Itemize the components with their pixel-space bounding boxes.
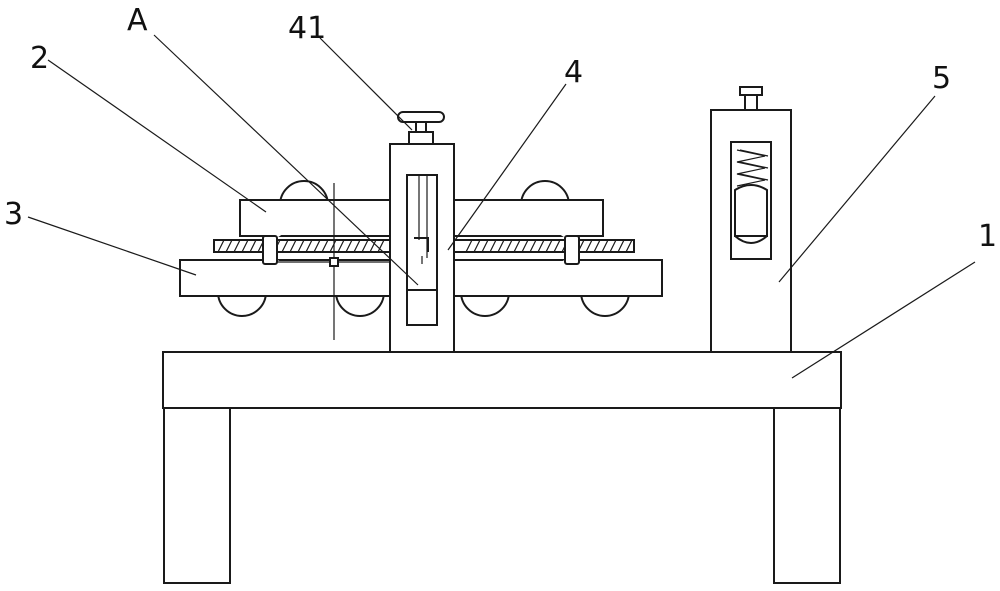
linkage-right [528, 212, 580, 284]
section-marker [329, 257, 339, 267]
label-4: 4 [564, 55, 583, 90]
labels: A 41 2 4 5 3 1 [4, 3, 997, 254]
column-body [389, 143, 455, 353]
label-5: 5 [932, 61, 951, 96]
label-A: A [127, 3, 148, 38]
table-top [162, 351, 842, 409]
label-41: 41 [288, 11, 326, 46]
table-leg-right [773, 407, 841, 584]
right-column [710, 86, 792, 353]
handle-knob [397, 111, 445, 145]
column-slot [406, 174, 438, 326]
table-leg-left [163, 407, 231, 584]
label-3: 3 [4, 197, 23, 232]
table-base [162, 351, 842, 584]
center-column [389, 111, 455, 353]
label-2: 2 [30, 41, 49, 76]
label-1: 1 [978, 219, 997, 254]
leader-lines [27, 34, 976, 379]
